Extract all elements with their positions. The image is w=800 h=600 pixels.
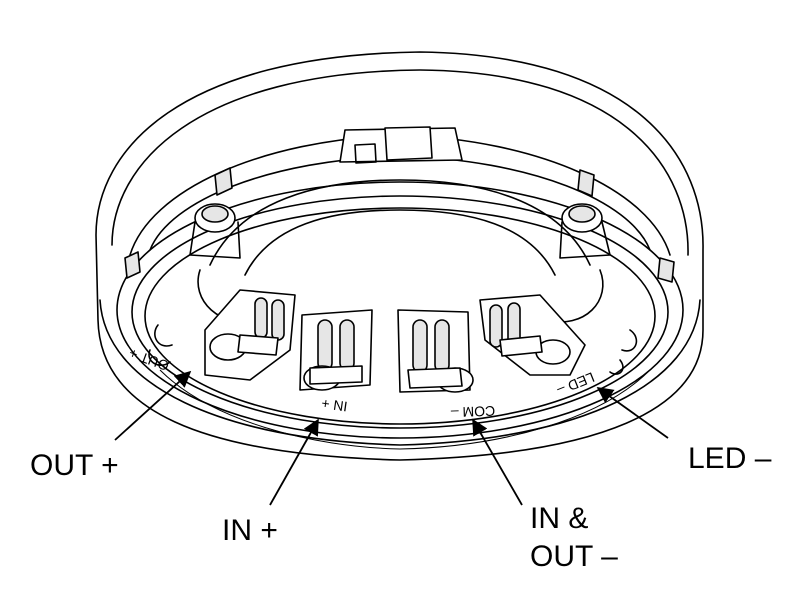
ring-notch-left: [148, 324, 173, 366]
marking-com-minus: COM –: [450, 403, 495, 421]
marking-in-plus: IN +: [320, 395, 348, 414]
arrow-out-plus: [114, 370, 192, 441]
ring-notch-right: [609, 329, 638, 375]
arrow-led-minus: [596, 387, 669, 439]
callout-in-out-minus-line2: OUT –: [530, 540, 618, 573]
rear-screw-post-right: [559, 203, 611, 259]
callout-in-plus: IN +: [222, 514, 278, 547]
terminal-in-plus: [299, 309, 373, 391]
leader-arrows: [114, 370, 669, 506]
terminal-out-plus: [204, 289, 296, 381]
callout-in-out-minus-line1: IN &: [530, 502, 588, 535]
inner-wall: [124, 126, 675, 283]
arrow-in-plus: [269, 418, 319, 506]
arrow-in-out-minus: [472, 418, 523, 506]
terminal-com-minus: [397, 309, 474, 393]
callout-led-minus: LED –: [688, 442, 772, 475]
rear-screw-post-left: [189, 203, 241, 259]
terminal-led-minus: [479, 294, 586, 376]
callout-out-plus: OUT +: [30, 449, 119, 482]
